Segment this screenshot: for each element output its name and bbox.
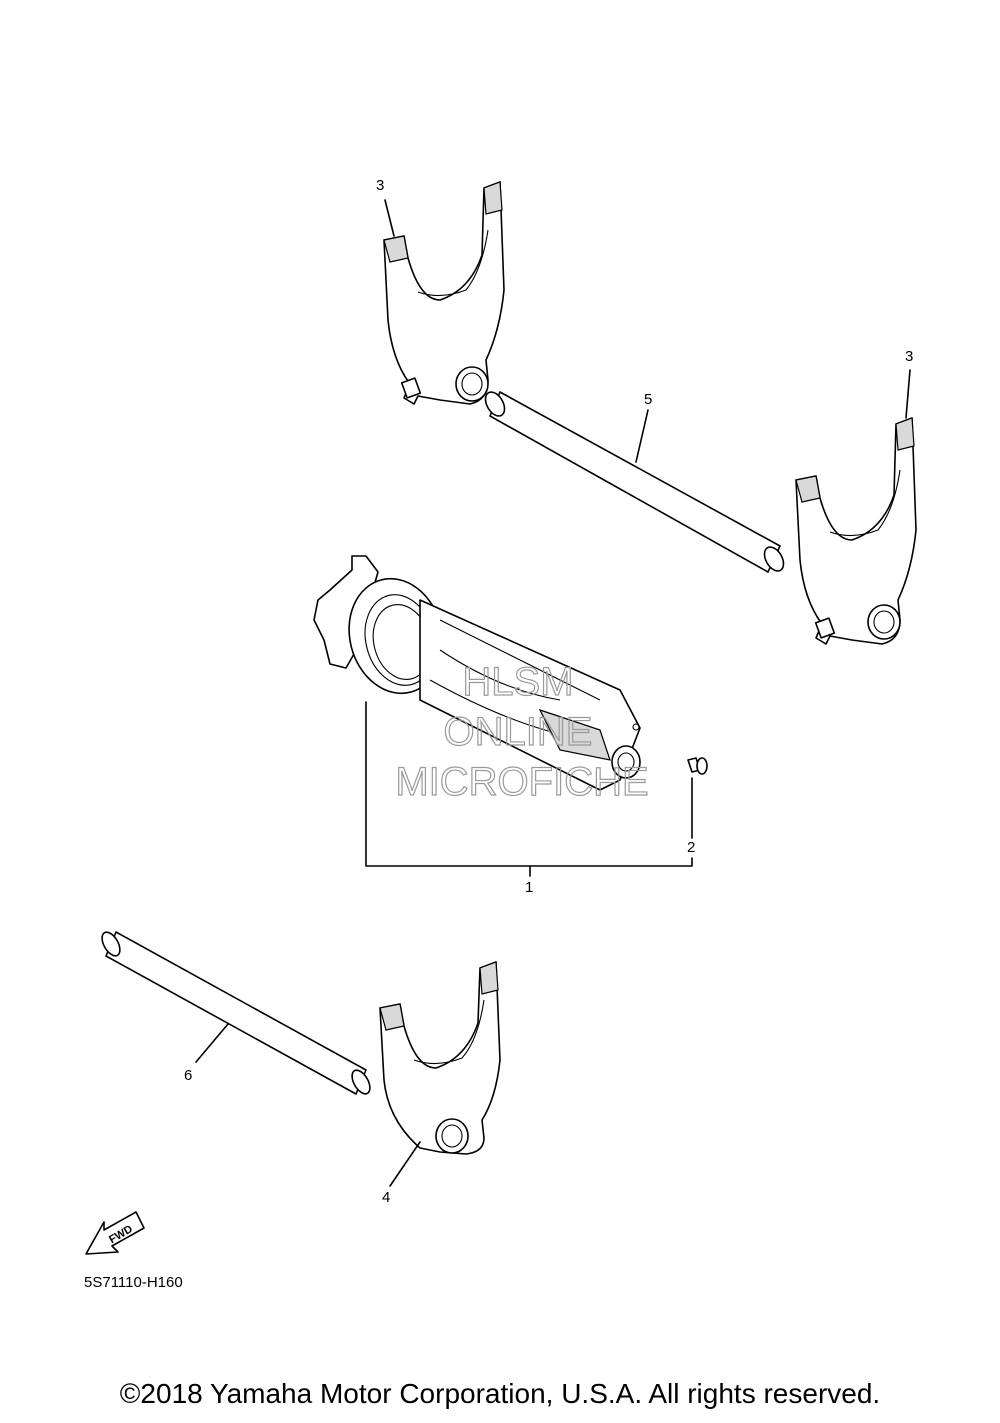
callout-2: 2 bbox=[687, 839, 695, 856]
watermark-line-2: ONLINE bbox=[444, 710, 593, 754]
callout-1: 1 bbox=[525, 879, 533, 896]
callout-4: 4 bbox=[382, 1189, 390, 1206]
watermark: HLSM ONLINE MICROFICHE bbox=[395, 659, 650, 804]
watermark-line-3: MICROFICHE bbox=[395, 760, 648, 804]
shift-fork-lower[interactable] bbox=[379, 961, 501, 1155]
shift-fork-shaft-lower[interactable] bbox=[98, 929, 373, 1097]
callout-3-right: 3 bbox=[905, 348, 913, 365]
callout-3-upper-left: 3 bbox=[376, 177, 384, 194]
shift-fork-shaft-upper[interactable] bbox=[482, 389, 788, 575]
callout-5: 5 bbox=[644, 391, 652, 408]
callout-6: 6 bbox=[184, 1067, 192, 1084]
shift-drum-assembly[interactable] bbox=[313, 555, 641, 791]
watermark-line-1: HLSM bbox=[462, 660, 573, 704]
shift-fork-right[interactable] bbox=[795, 417, 917, 645]
copyright-notice: ©2018 Yamaha Motor Corporation, U.S.A. A… bbox=[119, 1378, 881, 1409]
drum-pin[interactable] bbox=[687, 757, 708, 775]
diagram-part-code: 5S71110-H160 bbox=[84, 1274, 183, 1291]
shift-fork-upper-left[interactable] bbox=[383, 181, 505, 405]
callout-leaders bbox=[195, 199, 911, 1187]
fwd-arrow-icon: FWD bbox=[85, 1211, 145, 1255]
